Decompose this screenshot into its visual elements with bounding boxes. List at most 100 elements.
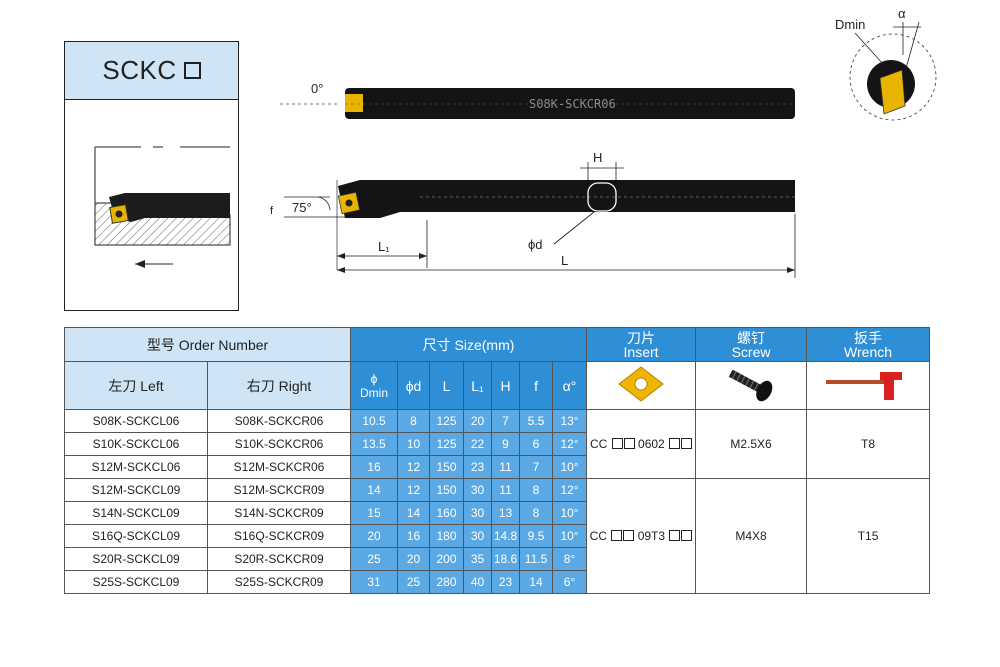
cell-L: 160: [429, 501, 465, 525]
cell-alpha: 10°: [552, 524, 588, 548]
cell-phid: 10: [397, 432, 431, 456]
cell-phid: 20: [397, 547, 431, 571]
alpha-ext-line-2: [904, 21, 920, 73]
cell-alpha: 12°: [552, 432, 588, 456]
cell-alpha: 10°: [552, 501, 588, 525]
cell-L1: 30: [463, 478, 493, 502]
cell-L1: 30: [463, 524, 493, 548]
row-left-order: S10K-SCKCL06: [64, 432, 208, 456]
cell-alpha: 12°: [552, 478, 588, 502]
dmin-detail-circle: [849, 33, 937, 121]
row-right-order: S20R-SCKCR09: [206, 547, 352, 571]
cell-H: 13: [491, 501, 521, 525]
cell-f: 9.5: [519, 524, 554, 548]
row-left-order: S12M-SCKCL06: [64, 455, 208, 479]
wrench-image-icon: [826, 372, 903, 400]
L-label: L: [561, 253, 569, 268]
cell-f: 14: [519, 570, 554, 594]
bottom-insert-screw-icon: [345, 199, 353, 207]
cell-L: 125: [429, 432, 465, 456]
cell-dmin: 15: [350, 501, 399, 525]
cell-phid: 25: [397, 570, 431, 594]
dmin-header-symbol: ϕ: [370, 371, 378, 386]
row-right-order: S14N-SCKCR09: [206, 501, 352, 525]
phid-header: ϕd: [397, 361, 431, 410]
row-left-order: S12M-SCKCL09: [64, 478, 208, 502]
cell-L: 150: [429, 478, 465, 502]
insert-size: 09T3: [637, 529, 666, 543]
H-header: H: [491, 361, 521, 410]
phid-leader-line: [553, 211, 595, 245]
cell-f: 7: [519, 455, 554, 479]
insert-prefix: CC: [589, 529, 608, 543]
top-shank: [345, 88, 795, 119]
wrench-cell-group-1: T8: [806, 409, 931, 479]
row-right-order: S25S-SCKCR09: [206, 570, 352, 594]
row-left-order: S16Q-SCKCL09: [64, 524, 208, 548]
title-band: SCKC: [65, 42, 238, 100]
insert-image-icon: [618, 366, 664, 402]
cell-H: 11: [491, 478, 521, 502]
cell-f: 8: [519, 501, 554, 525]
tool-shank: [109, 193, 230, 222]
cell-L1: 23: [463, 455, 493, 479]
insert-size: 0602: [638, 437, 665, 451]
dmin-label: Dmin: [835, 17, 866, 32]
cell-L1: 40: [463, 570, 493, 594]
cell-phid: 12: [397, 455, 431, 479]
cell-phid: 8: [397, 409, 431, 433]
cell-alpha: 8°: [552, 547, 588, 571]
cell-f: 6: [519, 432, 554, 456]
angle-side-label: 75°: [292, 200, 312, 215]
coolant-hole-outline: [587, 182, 617, 212]
cell-H: 11: [491, 455, 521, 479]
row-left-order: S08K-SCKCL06: [64, 409, 208, 433]
wrench-image: [806, 361, 931, 410]
cell-phid: 16: [397, 524, 431, 548]
cell-f: 8: [519, 478, 554, 502]
feed-arrow-icon: [135, 260, 145, 268]
screw-header-cn: 螺钉: [737, 329, 766, 346]
L1-arrow-left-icon: [337, 253, 345, 259]
alpha-label: α: [898, 6, 906, 21]
insert-cell-group-2: CC 09T3: [586, 478, 697, 594]
L-header: L: [429, 361, 465, 410]
left-header: 左刀 Left: [64, 361, 208, 410]
boring-schematic: [94, 146, 231, 268]
shank-marking: S08K-SCKCR06: [529, 97, 616, 111]
dmin-leader-line: [854, 32, 885, 66]
alpha-header: α°: [552, 361, 588, 410]
row-left-order: S14N-SCKCL09: [64, 501, 208, 525]
cell-phid: 12: [397, 478, 431, 502]
row-right-order: S16Q-SCKCR09: [206, 524, 352, 548]
f-label: f: [270, 205, 274, 217]
phid-label: ϕd: [528, 237, 543, 252]
insert-header-en: Insert: [623, 343, 659, 360]
angle-arc: [317, 196, 331, 211]
L1-arrow-right-icon: [419, 253, 427, 259]
screw-image: [695, 361, 808, 410]
dmin-insert-icon: [879, 69, 906, 115]
cell-H: 14.8: [491, 524, 521, 548]
cell-f: 11.5: [519, 547, 554, 571]
cell-H: 18.6: [491, 547, 521, 571]
screw-image-icon: [728, 369, 773, 402]
cell-dmin: 10.5: [350, 409, 399, 433]
cell-dmin: 16: [350, 455, 399, 479]
wrench-header-cn: 扳手: [854, 329, 883, 346]
top-insert-icon: [345, 94, 363, 112]
cell-alpha: 10°: [552, 455, 588, 479]
cell-H: 7: [491, 409, 521, 433]
size-header: 尺寸 Size(mm): [350, 327, 588, 362]
cell-dmin: 14: [350, 478, 399, 502]
cell-L1: 30: [463, 501, 493, 525]
cell-H: 9: [491, 432, 521, 456]
order-number-header: 型号 Order Number: [63, 327, 352, 362]
insert-screw-icon: [115, 210, 123, 218]
L-arrow-left-icon: [337, 267, 345, 273]
